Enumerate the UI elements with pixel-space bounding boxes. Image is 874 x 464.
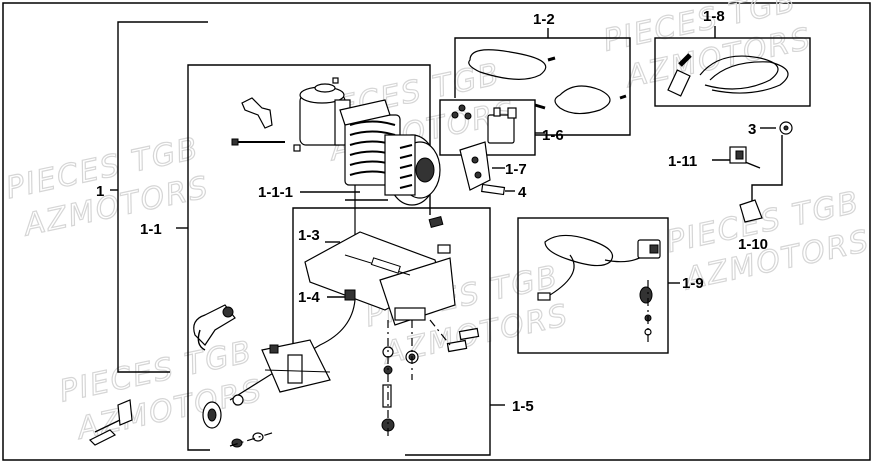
label-1-9: 1-9	[682, 275, 704, 292]
label-1-11: 1-11	[668, 153, 697, 170]
label-1-8: 1-8	[703, 8, 725, 25]
label-4: 4	[518, 184, 527, 201]
small-nut	[332, 77, 339, 84]
part-1-7	[459, 141, 491, 191]
label-1-10: 1-10	[738, 236, 768, 253]
relay	[451, 104, 517, 144]
winch-gearbox	[384, 134, 441, 206]
mount-bolts	[381, 244, 480, 440]
mount-plate	[304, 231, 456, 326]
part-3-screw	[779, 121, 793, 135]
label-1-1-1: 1-1-1	[258, 184, 293, 201]
bolt-set	[229, 431, 276, 448]
label-1-7: 1-7	[505, 161, 527, 178]
long-bolt	[231, 138, 285, 146]
cable-pair	[468, 49, 627, 115]
box-1-2	[454, 28, 631, 136]
label-3: 3	[748, 121, 756, 138]
winch-cable	[229, 185, 356, 401]
strap-part	[241, 97, 273, 129]
small-nut	[293, 144, 301, 152]
label-1-1: 1-1	[140, 221, 162, 238]
box-1-6	[439, 99, 545, 156]
box-1-9	[517, 217, 680, 354]
bracket-1-1	[176, 64, 431, 451]
bracket-1-5	[292, 207, 505, 456]
label-1-5: 1-5	[512, 398, 534, 415]
hook-end	[202, 394, 244, 429]
handlebar-switch	[667, 53, 789, 97]
leader-lines	[300, 167, 515, 298]
label-1-4: 1-4	[298, 289, 320, 306]
roller-fairlead	[261, 339, 331, 393]
label-1-6: 1-6	[542, 127, 564, 144]
plug-bracket	[88, 399, 133, 446]
part-4-bolt	[481, 183, 506, 196]
wiring-harness	[537, 234, 661, 345]
box-1-8	[654, 26, 811, 107]
part-1-10-bracket	[739, 199, 763, 223]
label-1-2: 1-2	[533, 11, 555, 28]
bracket-1	[110, 21, 208, 373]
label-1-3: 1-3	[298, 227, 320, 244]
part-1-11-clip	[729, 146, 747, 164]
winch-motor	[299, 83, 351, 146]
cable-hook	[193, 304, 236, 351]
bracket-pad	[344, 215, 444, 301]
label-1: 1	[96, 183, 104, 200]
